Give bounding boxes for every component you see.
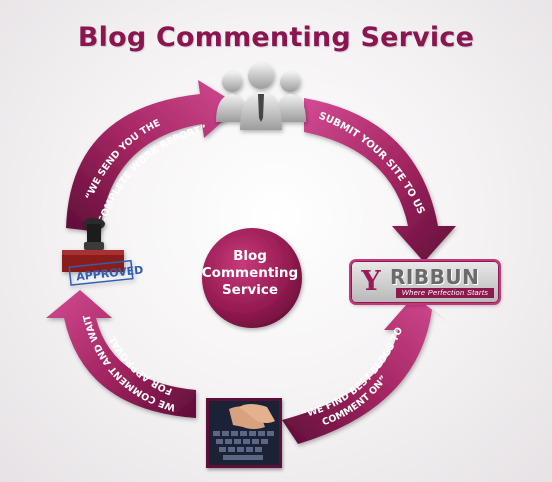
keyboard-typing-icon (206, 398, 282, 468)
arrow-submit (304, 98, 456, 262)
step-label-report: “WE SEND YOU THE COMPLETE WORK REPORT” (84, 118, 208, 225)
approved-stamp-icon (62, 218, 134, 286)
people-group-icon (216, 63, 306, 130)
center-label-line-1: Blog (233, 248, 267, 264)
ribbun-mark-icon: Y (361, 266, 381, 297)
arrow-comment (46, 290, 196, 418)
arrow-find (282, 296, 448, 444)
ribbun-logo: Y RIBBUN Where Perfection Starts (351, 261, 499, 303)
ribbun-brand-name: RIBBUN (390, 265, 480, 289)
keyboard-typing-image (209, 401, 279, 465)
center-label-line-2: Commenting (201, 265, 299, 281)
center-circle (202, 228, 302, 328)
arrow-report (66, 80, 240, 232)
page-title: Blog Commenting Service (77, 22, 475, 53)
ribbun-tagline: Where Perfection Starts (396, 288, 494, 298)
center-label-line-3: Service (221, 282, 279, 298)
center-label: Blog Commenting Service (198, 248, 302, 299)
